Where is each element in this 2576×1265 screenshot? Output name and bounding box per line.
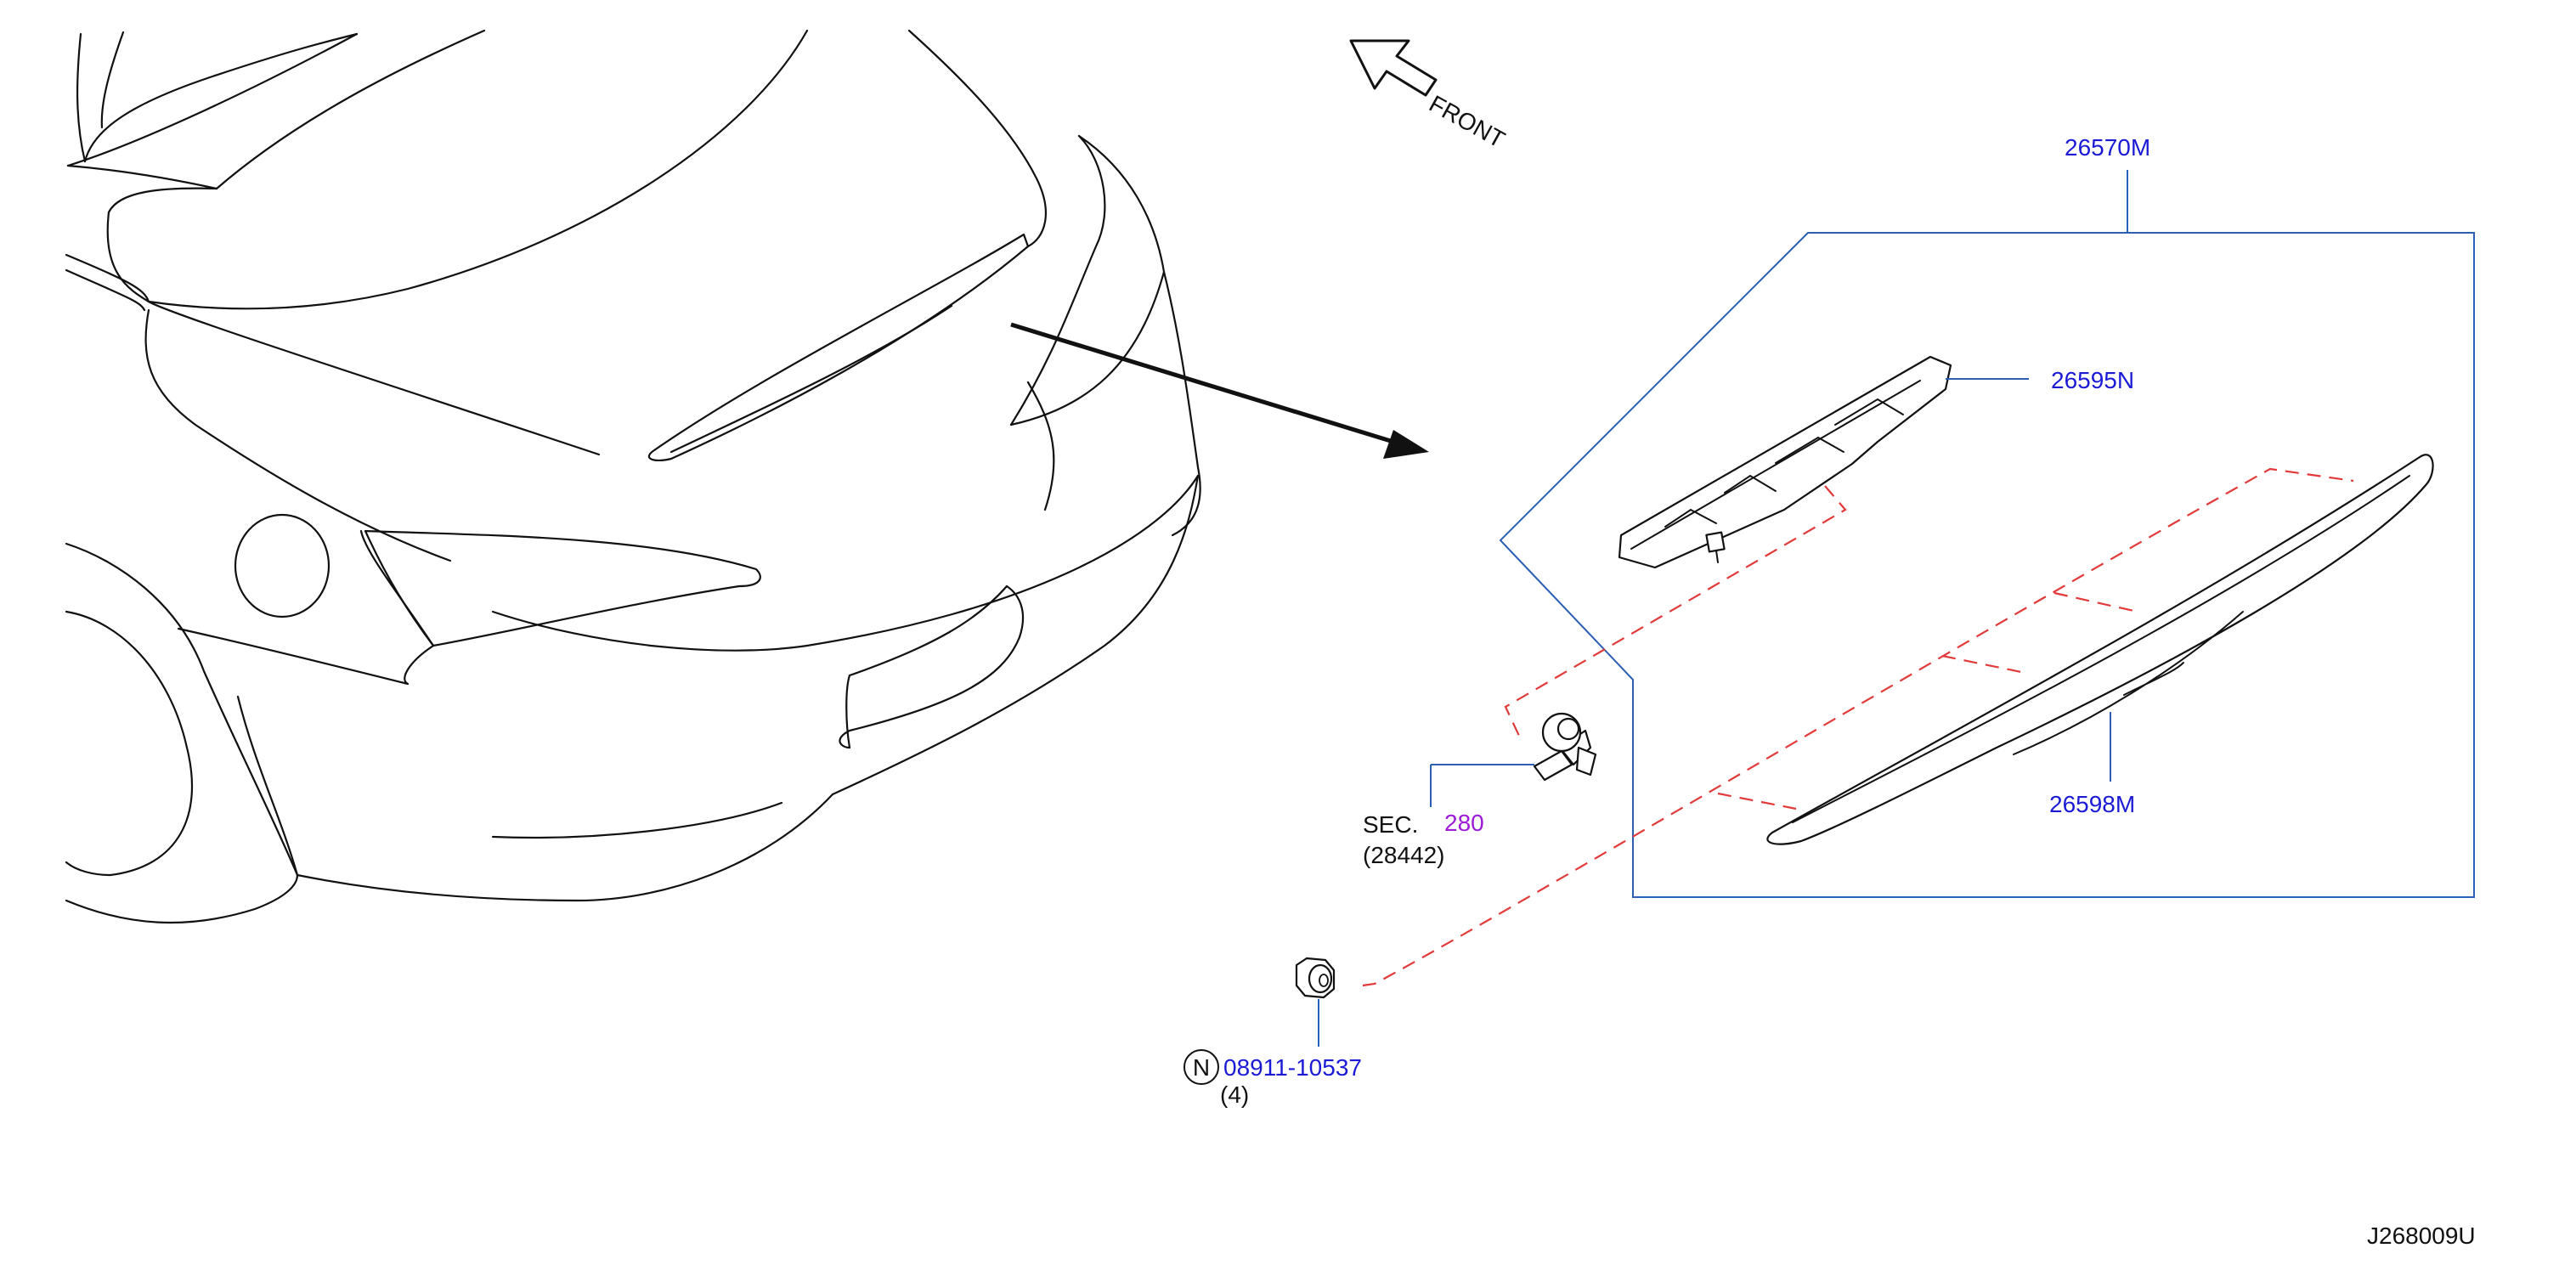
fastener-number: 08911-10537 <box>1223 1054 1362 1081</box>
detail-arrow <box>1010 322 1429 459</box>
part-label-26570M: 26570M <box>2065 134 2150 161</box>
n-symbol: N <box>1193 1054 1210 1081</box>
part-label-26598M: 26598M <box>2049 791 2135 817</box>
phantom-lines <box>1362 467 2354 987</box>
part-label-26595N: 26595N <box>2051 367 2134 393</box>
n-symbol-icon <box>1183 1049 1219 1085</box>
car-rear-outline <box>65 29 1201 924</box>
front-direction-indicator: FRONT <box>1349 39 1509 153</box>
connector-sec-280: SEC. 280 (28442) <box>1363 712 1597 868</box>
section-number: 280 <box>1444 810 1484 836</box>
drawing-id: J268009U <box>2367 1223 2476 1249</box>
fastener-nut: N 08911-10537 (4) <box>1183 957 1362 1108</box>
lamp-body-part: 26595N <box>1618 355 2134 569</box>
front-arrow-icon <box>1349 39 1438 97</box>
front-label: FRONT <box>1425 90 1509 153</box>
section-prefix: SEC. <box>1363 811 1418 838</box>
fastener-qty: (4) <box>1220 1081 1249 1108</box>
section-sub: (28442) <box>1363 842 1445 868</box>
lens-part: 26598M <box>1766 454 2434 845</box>
assembly-box-26570M: 26570M <box>1499 134 2475 898</box>
